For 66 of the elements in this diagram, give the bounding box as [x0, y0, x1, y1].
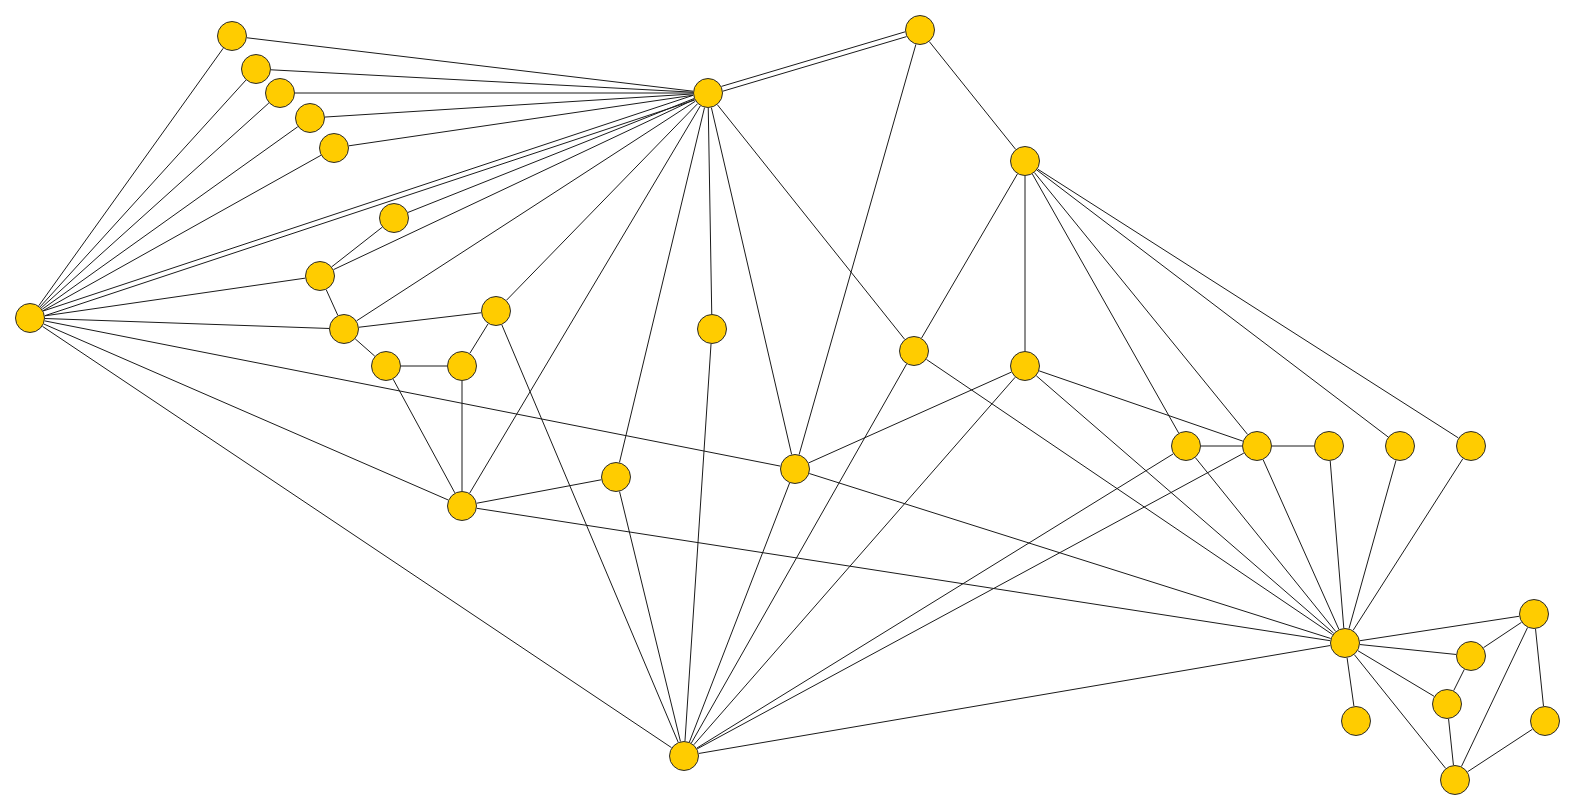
connector-line [716, 104, 906, 340]
connector-line [619, 107, 705, 463]
connector-line [1036, 169, 1389, 438]
connector-line [358, 312, 482, 328]
connector-line [1467, 728, 1533, 773]
connector-line [41, 126, 299, 310]
connector-line [1535, 628, 1544, 707]
connector-line [40, 102, 270, 309]
connector-line [1348, 459, 1397, 630]
connector-line [325, 289, 339, 316]
connector-line [1448, 718, 1454, 766]
connector-line [619, 491, 681, 742]
connector-line [1353, 654, 1447, 769]
connector-line [1033, 172, 1249, 435]
connector-line [1483, 621, 1522, 649]
connector-line [348, 94, 694, 147]
connector-line [469, 105, 701, 494]
connector-line [41, 325, 673, 749]
connector-line [798, 43, 917, 456]
connector-line [1359, 615, 1520, 642]
connector-line [684, 343, 712, 742]
connector-line [1271, 445, 1315, 447]
connector-line [356, 100, 696, 322]
connector-line [469, 323, 489, 354]
connector-line [1200, 445, 1243, 447]
connector-line [44, 318, 330, 329]
connector-line [400, 365, 448, 367]
connector-line [808, 473, 1332, 639]
connector-line [476, 479, 602, 504]
connector-line [928, 41, 1017, 150]
connector-line [710, 107, 793, 455]
connector-line [505, 103, 699, 301]
connector-line [270, 69, 694, 93]
connector-line [1035, 375, 1335, 634]
connector-line [1194, 457, 1337, 632]
connector-line [925, 358, 1334, 636]
connector-line [44, 277, 306, 317]
connector-line [461, 380, 463, 492]
connector-line [698, 645, 1331, 754]
connector-line [331, 226, 383, 268]
connector-line [1329, 460, 1345, 629]
connector-line [43, 323, 449, 501]
connector-line [38, 47, 224, 307]
connector-line [1460, 627, 1529, 767]
connector-line [501, 324, 679, 743]
connector-line [1038, 370, 1244, 442]
connector-line [476, 507, 1331, 642]
connector-line [688, 482, 791, 743]
connector-line [808, 371, 1012, 464]
connector-line [324, 93, 694, 118]
connector-line [39, 79, 247, 308]
connector-line [1359, 644, 1457, 655]
connector-line [1357, 650, 1435, 697]
connector-line [1352, 458, 1464, 631]
connector-line [1262, 459, 1340, 630]
connector-line [354, 338, 376, 357]
connector-line [1037, 168, 1459, 439]
connector-line [1346, 657, 1355, 707]
connector-line [693, 376, 1016, 746]
connector-line [707, 107, 713, 315]
connector-line [407, 98, 695, 213]
connector-line [1024, 175, 1026, 352]
connector-line [44, 320, 781, 467]
connector-line [294, 92, 694, 94]
connector-line [246, 37, 694, 92]
connector-line [333, 98, 695, 271]
